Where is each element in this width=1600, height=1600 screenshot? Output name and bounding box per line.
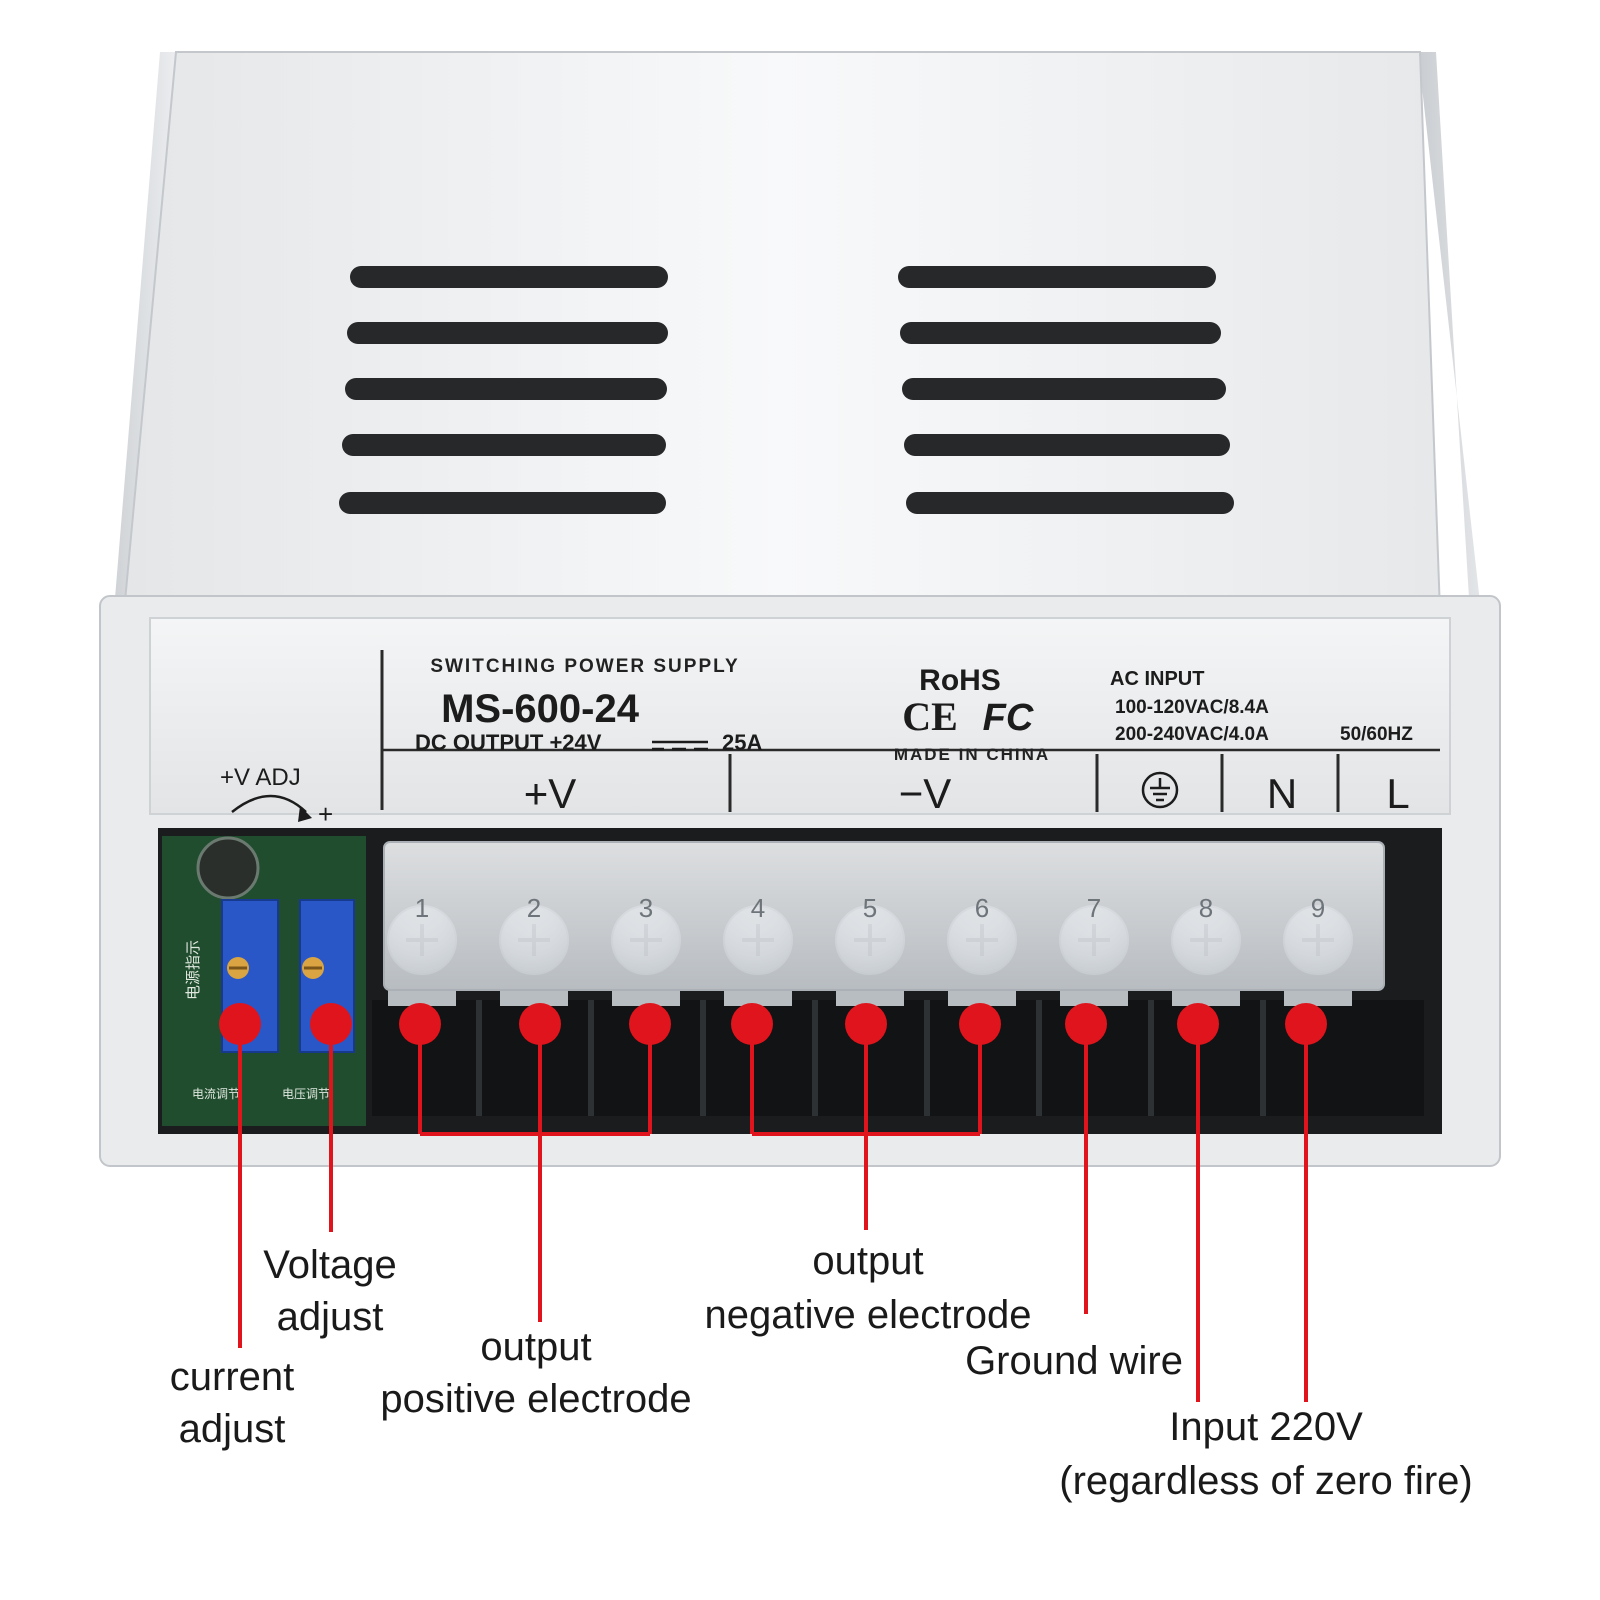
frequency-text: 50/60HZ: [1340, 724, 1413, 745]
fcc-mark: FC: [983, 697, 1034, 739]
pcb-indicator-text: 电源指示: [184, 940, 202, 1000]
terminal-divider: [476, 1000, 482, 1116]
ventilation-slots-right: [898, 266, 1234, 514]
plate-dc-output: DC OUTPUT +24V: [415, 730, 602, 755]
marker-terminal-1: [399, 1003, 441, 1045]
label-input-220-2: (regardless of zero fire): [1059, 1459, 1472, 1503]
group-label-negative: −V: [899, 770, 952, 817]
marker-terminal-8: [1177, 1003, 1219, 1045]
plate-dc-current: 25A: [722, 730, 762, 755]
ac-input-line-2: 200-240VAC/4.0A: [1115, 724, 1269, 745]
adj-arrow-icon: [231, 794, 307, 813]
terminal-divider: [1036, 1000, 1042, 1116]
group-label-live: L: [1386, 770, 1409, 817]
terminal-divider: [924, 1000, 930, 1116]
terminal-number-9: 9: [1311, 893, 1325, 923]
marker-terminal-7: [1065, 1003, 1107, 1045]
group-label-positive: +V: [524, 770, 577, 817]
label-output-negative-1: output: [812, 1239, 923, 1283]
chassis-top-cover: [122, 51, 1442, 613]
made-in-text: MADE IN CHINA: [894, 745, 1050, 764]
label-output-positive-2: positive electrode: [380, 1377, 691, 1421]
marker-terminal-6: [959, 1003, 1001, 1045]
adj-label: +V ADJ: [220, 764, 301, 791]
label-voltage-adjust-2: adjust: [277, 1295, 384, 1339]
terminal-number-6: 6: [975, 893, 989, 923]
plate-heading: SWITCHING POWER SUPPLY: [430, 656, 739, 677]
label-output-negative-2: negative electrode: [705, 1293, 1032, 1337]
terminal-divider: [1260, 1000, 1266, 1116]
terminal-divider: [588, 1000, 594, 1116]
terminal-transparent-cover: [383, 841, 1385, 991]
marker-terminal-4: [731, 1003, 773, 1045]
marker-voltage-adjust: [310, 1003, 352, 1045]
terminal-divider: [812, 1000, 818, 1116]
marker-terminal-5: [845, 1003, 887, 1045]
ventilation-slots-left: [339, 266, 668, 514]
rohs-mark: RoHS: [919, 664, 1001, 697]
marker-terminal-9: [1285, 1003, 1327, 1045]
ac-input-title: AC INPUT: [1110, 668, 1204, 690]
adj-plus: +: [318, 799, 333, 829]
ground-symbol-icon: [1141, 771, 1179, 809]
pcb-current-text: 电流调节: [192, 1087, 240, 1101]
marker-terminal-2: [519, 1003, 561, 1045]
label-output-positive-1: output: [480, 1325, 591, 1369]
marker-current-adjust: [219, 1003, 261, 1045]
terminal-number-3: 3: [639, 893, 653, 923]
callout-markers: [219, 1003, 1327, 1045]
terminal-number-4: 4: [751, 893, 765, 923]
label-ground-wire: Ground wire: [965, 1339, 1183, 1383]
dc-symbol-icon: [652, 740, 708, 751]
terminal-numbers: 1 2 3 4 5 6 7 8 9: [415, 893, 1325, 923]
group-label-neutral: N: [1267, 770, 1297, 817]
label-current-adjust-2: adjust: [179, 1407, 286, 1451]
terminal-number-2: 2: [527, 893, 541, 923]
ac-input-line-1: 100-120VAC/8.4A: [1115, 697, 1269, 718]
plate-model: MS-600-24: [441, 687, 640, 731]
indicator-led: [196, 836, 260, 900]
terminal-dividers: [476, 1000, 1266, 1116]
terminal-number-7: 7: [1087, 893, 1101, 923]
terminal-divider: [1148, 1000, 1154, 1116]
pcb-voltage-text: 电压调节: [282, 1087, 330, 1101]
label-current-adjust-1: current: [170, 1355, 295, 1399]
ce-mark: CE: [902, 694, 958, 739]
terminal-number-8: 8: [1199, 893, 1213, 923]
label-voltage-adjust-1: Voltage: [263, 1243, 396, 1287]
label-input-220-1: Input 220V: [1169, 1405, 1363, 1449]
terminal-divider: [700, 1000, 706, 1116]
label-plate: [149, 617, 1451, 815]
terminal-number-5: 5: [863, 893, 877, 923]
terminal-number-1: 1: [415, 893, 429, 923]
marker-terminal-3: [629, 1003, 671, 1045]
